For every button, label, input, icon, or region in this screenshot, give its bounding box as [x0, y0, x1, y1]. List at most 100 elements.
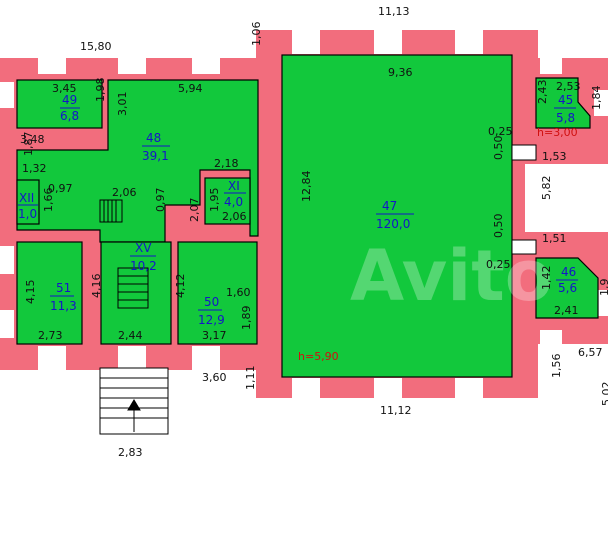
entrance-stairs — [99, 367, 169, 435]
room-XII-number: XII — [19, 191, 34, 205]
room-47 — [281, 54, 513, 378]
window — [0, 82, 14, 108]
dimension-label: 1,11 — [244, 366, 257, 391]
dimension-label: 4,12 — [174, 274, 187, 299]
room-XI-number: XI — [228, 179, 240, 193]
room-51 — [16, 241, 83, 345]
window — [0, 246, 14, 274]
room-46-area: 5,6 — [558, 281, 577, 295]
dimension-label: 0,97 — [48, 182, 73, 195]
room-XI — [204, 177, 251, 225]
room-46 — [535, 257, 599, 319]
room-labels: 49 6,8 48 39,1 XII 1,0 XI 4,0 47 120,0 5… — [18, 93, 578, 327]
dimension-label: 6,57 — [578, 346, 603, 359]
dimension-label: 2,83 — [118, 446, 143, 459]
dimension-label: 2,06 — [222, 210, 247, 223]
dimension-label: 3,45 — [52, 82, 77, 95]
room-50 — [177, 241, 258, 345]
window — [192, 58, 220, 74]
dimension-label: 9,36 — [388, 66, 413, 79]
dimension-label: 1,53 — [542, 150, 567, 163]
door-arc — [511, 239, 537, 255]
room-XI-area: 4,0 — [224, 195, 243, 209]
dimension-label: 2,53 — [556, 80, 581, 93]
dimension-labels: 11,13 15,80 1,06 9,36 2,53 3,45 1,98 5,9… — [20, 5, 608, 459]
dimension-label: 1,84 — [590, 86, 603, 111]
dimension-label: 12,84 — [300, 171, 313, 203]
window — [118, 58, 146, 74]
room-46-number: 46 — [561, 265, 576, 279]
dimension-label: 5,02 — [600, 382, 608, 407]
dimension-label: 0,25 — [488, 125, 513, 138]
room-47-number: 47 — [382, 199, 397, 213]
dimension-label: 2,07 — [188, 198, 201, 223]
watermark: Avito — [350, 235, 553, 317]
dimension-label: 0,50 — [492, 136, 505, 161]
entrance-arrow-head — [127, 399, 141, 411]
room-45 — [535, 77, 591, 129]
ceiling-height-small: h=3,00 — [537, 126, 578, 139]
dimension-label: 3,48 — [20, 133, 45, 146]
room-XV-area: 10,2 — [130, 259, 157, 273]
window — [455, 30, 483, 54]
dimension-label: 15,80 — [80, 40, 112, 53]
room-51-number: 51 — [56, 281, 71, 295]
window — [540, 330, 562, 344]
window — [374, 30, 402, 54]
windows — [0, 30, 608, 398]
window — [455, 378, 483, 398]
dimension-label: 11,13 — [378, 5, 410, 18]
rooms — [16, 54, 599, 378]
dimension-label: 2,18 — [214, 157, 239, 170]
room-49-number: 49 — [62, 93, 77, 107]
window — [118, 346, 146, 370]
dimension-label: 1,51 — [542, 232, 567, 245]
room-51-area: 11,3 — [50, 299, 77, 313]
room-47-area: 120,0 — [376, 217, 410, 231]
dimension-label: 1,98 — [94, 78, 107, 103]
dimension-label: 5,94 — [178, 82, 203, 95]
dimension-label: 1,95 — [208, 188, 221, 213]
dimension-label: 2,73 — [38, 329, 63, 342]
dimension-label: 1,66 — [42, 188, 55, 213]
dimension-label: 1,60 — [226, 286, 251, 299]
dimension-label: 2,43 — [536, 80, 549, 105]
room-49 — [16, 79, 103, 129]
window — [192, 346, 220, 370]
dimension-label: 0,97 — [154, 188, 167, 213]
room-50-area: 12,9 — [198, 313, 225, 327]
ceiling-height-main: h=5,90 — [298, 350, 339, 363]
dimension-label: 1,32 — [22, 162, 47, 175]
window — [38, 58, 66, 74]
door-arc — [511, 144, 537, 161]
dimension-label: 5,82 — [540, 176, 553, 201]
window — [594, 90, 608, 116]
room-XII-area: 1,0 — [18, 207, 37, 221]
room-XV-number: XV — [135, 241, 152, 255]
dimension-label: 1,56 — [550, 354, 563, 379]
window — [38, 346, 66, 370]
room-XII — [16, 179, 40, 225]
dimension-label: 3,60 — [202, 371, 227, 384]
window — [292, 378, 320, 398]
stairs-internal — [99, 199, 149, 309]
dimension-label: 11,12 — [380, 404, 412, 417]
dimension-label: 2,41 — [554, 304, 579, 317]
room-49-area: 6,8 — [60, 109, 79, 123]
dimension-label: 3,17 — [202, 329, 227, 342]
dimension-label: 1,89 — [240, 306, 253, 331]
dimension-label: 4,16 — [90, 274, 103, 299]
window — [292, 30, 320, 54]
dimension-label: 1,06 — [250, 22, 263, 47]
dimension-label: 3,01 — [116, 92, 129, 117]
window — [0, 310, 14, 338]
dimension-label: 4,15 — [24, 280, 37, 305]
room-45-area: 5,8 — [556, 111, 575, 125]
dimension-label: 2,44 — [118, 329, 143, 342]
room-48-number: 48 — [146, 131, 161, 145]
room-48 — [16, 79, 259, 243]
dimension-label: 2,06 — [112, 186, 137, 199]
dimension-label: 0,50 — [492, 214, 505, 239]
stairs-upper — [99, 199, 123, 223]
